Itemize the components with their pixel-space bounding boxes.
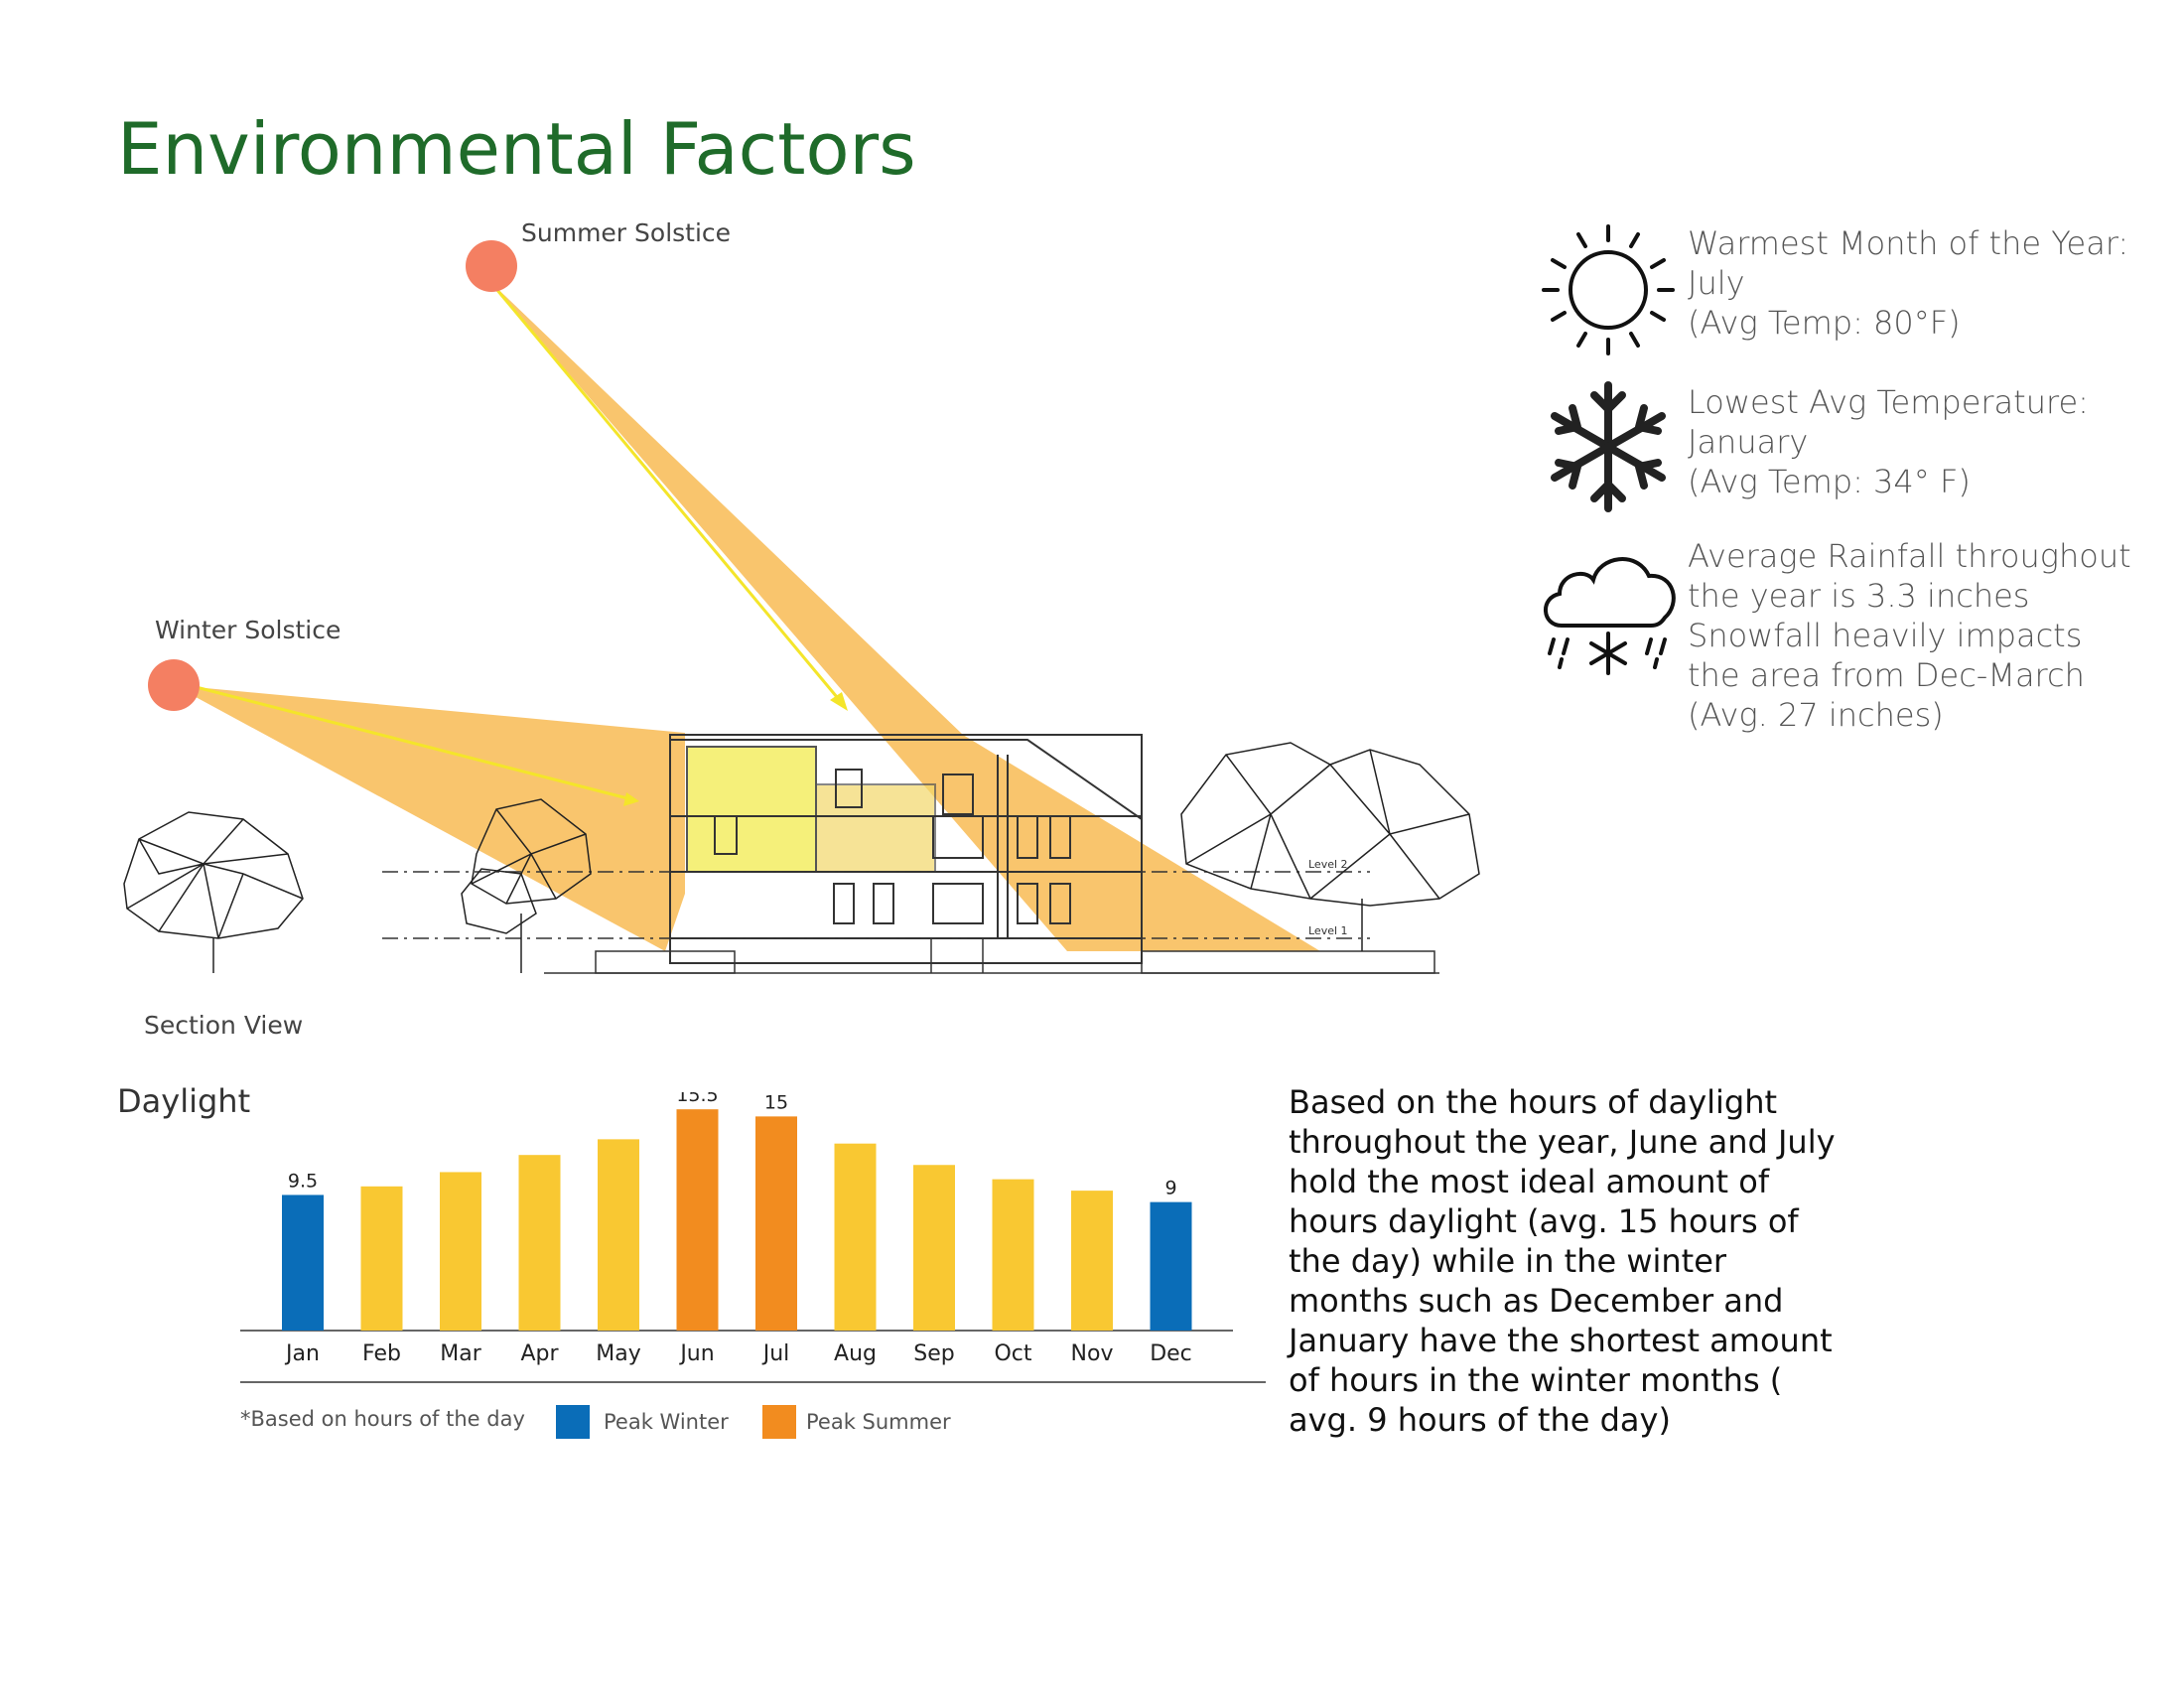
fact-line: Lowest Avg Temperature: [1688,383,2089,421]
legend-swatch-peak-summer [762,1405,796,1439]
legend-label-peak-winter: Peak Winter [604,1410,729,1434]
fact-line: Snowfall heavily impacts [1688,617,2083,654]
section-diagram: Level 2 Level 1 [123,240,1480,974]
bar-apr [518,1155,561,1331]
winter-solstice-label: Winter Solstice [155,616,341,644]
summer-sun [466,240,517,292]
legend-label-peak-summer: Peak Summer [806,1410,951,1434]
data-label-jul: 15 [764,1092,788,1113]
fact-line: (Avg Temp: 80°F) [1688,304,1961,342]
building-section [669,734,1143,964]
fact-line: the year is 3.3 inches [1688,577,2030,615]
summer-arrow [489,282,848,711]
rain-snow-cloud-icon [1544,557,1676,675]
bar-dec [1150,1201,1192,1331]
fact-line: (Avg. 27 inches) [1688,696,1944,734]
bar-sep [913,1165,955,1331]
bar-nov [1071,1191,1113,1331]
bar-feb [360,1186,403,1331]
data-label-jan: 9.5 [288,1170,318,1192]
data-label-jun: 15.5 [676,1092,718,1106]
fact-line: Warmest Month of the Year: [1688,224,2129,262]
sun-icon [1542,224,1675,355]
data-label-dec: 9 [1164,1178,1176,1199]
legend-swatch-peak-winter [556,1405,590,1439]
fact-line: July [1688,264,1745,302]
chart-footnote: *Based on hours of the day [240,1407,525,1431]
bar-jul [755,1116,797,1331]
fact-warmest-month: Warmest Month of the Year: July (Avg Tem… [1688,223,2128,343]
tick-label-apr: Apr [520,1341,559,1366]
winter-sun [148,659,200,711]
fact-line: the area from Dec-March [1688,656,2085,694]
fact-lowest-temp: Lowest Avg Temperature: January (Avg Tem… [1688,382,2089,501]
tree-right [1180,742,1480,951]
tick-label-oct: Oct [994,1341,1031,1366]
tick-label-mar: Mar [440,1341,481,1366]
bar-may [598,1139,639,1331]
snowflake-icon [1551,381,1666,512]
page-title: Environmental Factors [117,107,916,191]
tick-label-jan: Jan [284,1341,320,1366]
tick-label-jun: Jun [678,1341,714,1366]
tick-label-may: May [596,1341,640,1366]
tick-label-jul: Jul [761,1341,790,1366]
tree-left [123,811,304,973]
daylight-summary: Based on the hours of daylight throughou… [1289,1083,1836,1439]
bar-jan [282,1195,324,1331]
bar-jun [676,1109,719,1331]
tick-label-nov: Nov [1071,1341,1114,1366]
tree-mid [461,798,592,973]
tick-label-sep: Sep [913,1341,954,1366]
section-view-label: Section View [144,1011,304,1040]
ground [544,938,1439,974]
bar-oct [992,1179,1034,1331]
bar-mar [440,1172,481,1331]
fact-line: (Avg Temp: 34° F) [1688,463,1971,500]
level-1-label: Level 1 [1308,924,1348,937]
fact-line: January [1688,423,1809,461]
summer-solstice-label: Summer Solstice [521,218,732,247]
fact-line: Average Rainfall throughout [1688,537,2131,575]
tick-label-dec: Dec [1150,1341,1192,1366]
bar-aug [834,1143,877,1331]
winter-ray-cone [174,685,685,951]
tick-label-aug: Aug [834,1341,877,1366]
tick-label-feb: Feb [362,1341,401,1366]
level-2-label: Level 2 [1308,858,1348,871]
fact-rainfall: Average Rainfall throughout the year is … [1688,536,2131,735]
winter-arrow [180,681,639,806]
daylight-heading: Daylight [117,1082,251,1120]
